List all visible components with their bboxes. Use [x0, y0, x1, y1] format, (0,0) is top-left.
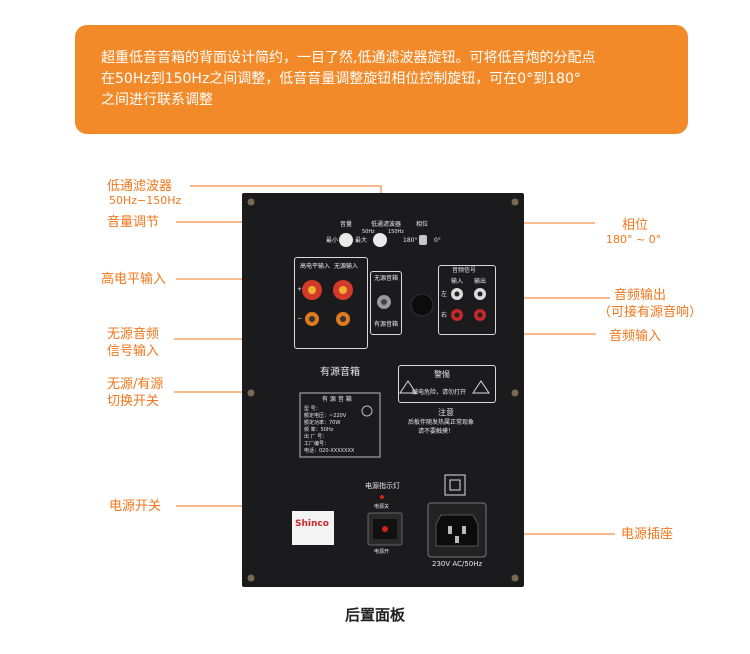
lowpass-min: 50Hz	[362, 229, 375, 235]
lowpass-knob-label: 低通滤波器	[371, 221, 402, 228]
terminal-plus: +	[297, 286, 303, 293]
brand-sticker	[292, 511, 334, 545]
callout-power-socket: 电源插座	[621, 527, 674, 542]
nameplate-row: 额定电压：~220V	[304, 413, 347, 419]
warning-title: 警惕	[434, 370, 450, 379]
callout-audio-output-1: 音频输出	[614, 288, 667, 303]
callout-lowpass-range: 50Hz−150Hz	[109, 194, 182, 207]
nameplate-row: 工厂编号：	[304, 441, 330, 447]
callout-phase-range: 180° ~ 0°	[606, 233, 662, 246]
volume-min-label: 最小	[326, 237, 339, 244]
rca-left-label: 左	[441, 291, 448, 298]
notice-line-1: 后板伴随发热属正常现象	[408, 419, 475, 426]
rca-group	[438, 265, 496, 335]
warning-icon	[472, 380, 490, 394]
nameplate-row: 型 号：	[304, 406, 321, 412]
ccc-icon	[361, 405, 373, 417]
power-off-label: 电源关	[374, 504, 390, 510]
active-speaker-label: 有源音箱	[320, 367, 360, 378]
screw-icon	[247, 198, 255, 206]
screw-icon	[247, 389, 255, 397]
notice-line-2: 请不要触摸！	[418, 428, 455, 435]
volume-max-label: 最大	[355, 237, 368, 244]
banner-line: 在50Hz到150Hz之间调整，低音音量调整旋钮相位控制旋钮，可在0°到180°	[101, 71, 581, 87]
power-indicator-label: 电源指示灯	[365, 482, 400, 490]
ac-spec-label: 230V AC/50Hz	[432, 560, 483, 568]
switch-bottom-label: 有源音箱	[374, 321, 399, 328]
volume-knob	[339, 233, 353, 247]
callout-passive-signal-2: 信号输入	[107, 344, 160, 359]
phase-knob-label: 相位	[416, 221, 429, 228]
volume-knob-label: 音量	[340, 221, 353, 228]
terminal-minus: −	[297, 315, 303, 322]
high-level-terminals	[302, 280, 353, 326]
high-level-header: 高电平输入	[300, 263, 331, 270]
callout-audio-input: 音频输入	[609, 329, 662, 344]
power-on-label: 电源开	[374, 549, 390, 555]
caption: 后置面板	[344, 606, 405, 624]
panel-art	[247, 198, 519, 582]
callout-lowpass: 低通滤波器	[107, 179, 173, 194]
rca-right-label: 右	[441, 312, 448, 319]
description-banner: 超重低音音箱的背面设计简约，一目了然,低通滤波器旋钮。可将低音炮的分配点 在50…	[75, 25, 688, 134]
switch-group	[370, 271, 402, 335]
brand-logo: Shinco	[295, 519, 329, 529]
warning-text: 触电危险，请勿打开	[412, 389, 467, 396]
rca-out-label: 输出	[474, 278, 487, 285]
passive-header: 无源输入	[334, 263, 359, 270]
rca-in-label: 输入	[451, 278, 464, 285]
callout-audio-output-2: （可接有源音响）	[598, 305, 703, 320]
screw-icon	[247, 574, 255, 582]
nameplate-row: 额定功率：70W	[304, 420, 341, 426]
callout-switch-1: 无源/有源	[107, 377, 164, 392]
hazard-icon	[399, 380, 417, 394]
screw-icon	[511, 574, 519, 582]
screw-icon	[511, 198, 519, 206]
nameplate-title: 有 源 音 箱	[322, 396, 352, 403]
callout-phase: 相位	[622, 218, 649, 233]
lowpass-max: 150Hz	[388, 229, 404, 235]
banner-line: 超重低音音箱的背面设计简约，一目了然,低通滤波器旋钮。可将低音炮的分配点	[101, 50, 596, 66]
phase-180-label: 180°	[403, 237, 418, 244]
callout-high-level-input: 高电平输入	[101, 272, 167, 287]
notice-title: 注意	[438, 408, 454, 417]
signal-header: 音频信号	[452, 267, 477, 274]
port-hole	[410, 293, 434, 317]
screw-icon	[511, 389, 519, 397]
switch-top-label: 无源音箱	[374, 275, 399, 282]
banner-line: 之间进行联系调整	[101, 92, 213, 108]
callout-power-switch: 电源开关	[109, 499, 162, 514]
rca-jacks	[451, 288, 486, 321]
double-insulation-icon	[444, 474, 466, 496]
input-terminal-group	[294, 257, 368, 349]
callout-switch-2: 切换开关	[107, 394, 160, 409]
back-panel: 音量 低通滤波器 50Hz 150Hz 相位 最小 最大 180° 0° 高电平…	[242, 193, 524, 587]
nameplate-frame	[299, 392, 381, 458]
power-led	[380, 495, 384, 499]
warning-frame	[398, 365, 496, 403]
callout-passive-signal-1: 无源音频	[107, 327, 160, 342]
nameplate-row: 电话：020-XXXXXXX	[304, 448, 355, 454]
nameplate-row: 频 率：50Hz	[304, 427, 334, 433]
callout-volume: 音量调节	[107, 215, 160, 230]
nameplate-row: 出 厂 号：	[304, 434, 328, 440]
phase-toggle	[419, 235, 427, 245]
lowpass-knob	[373, 233, 387, 247]
phase-0-label: 0°	[434, 237, 441, 244]
